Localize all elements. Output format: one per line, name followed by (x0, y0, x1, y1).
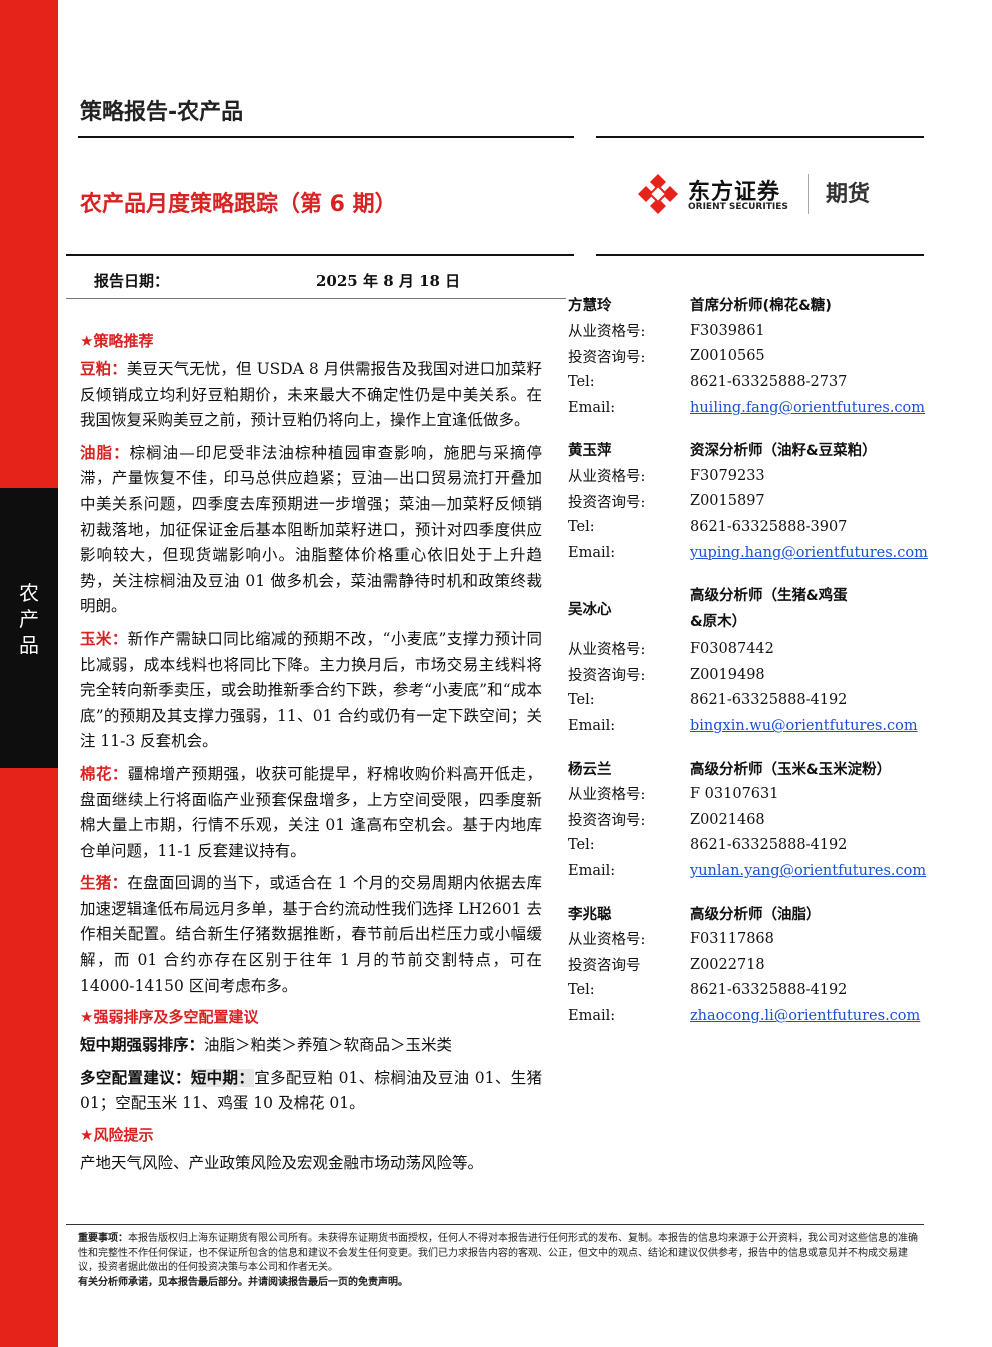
consulting-number: Z0021468 (690, 811, 765, 828)
analyst-tel: 8621-63325888-4192 (690, 837, 848, 854)
orient-securities-logo-icon (638, 174, 678, 214)
report-date-value: 2025 年 8 月 18 日 (316, 272, 461, 290)
logo-chinese-name: 东方证券 (688, 180, 781, 205)
analyst-card: 方慧玲首席分析师(棉花&糖) 从业资格号:F3039861 投资咨询号:Z001… (568, 292, 925, 421)
disclaimer-note: 有关分析师承诺，见本报告最后部分。并请阅读报告最后一页的免责声明。 (78, 1276, 408, 1288)
consulting-number: Z0010565 (690, 348, 765, 365)
strategy-item-corn: 玉米：新作产需缺口同比缩减的预期不改，“小麦底”支撑力预计同比减弱，成本线料也将… (80, 629, 542, 751)
date-rule (66, 298, 566, 299)
allocation-advice: 多空配置建议：短中期：宜多配豆粕 01、棕榈油及豆油 01、生猪 01；空配玉米… (80, 1068, 542, 1113)
analyst-name: 方慧玲 (568, 298, 612, 315)
analyst-name: 黄玉萍 (568, 443, 612, 460)
ranking-section-title: ★强弱排序及多空配置建议 (80, 1008, 259, 1027)
qualification-number: F 03107631 (690, 785, 779, 802)
analyst-role: 高级分析师（油脂） (690, 906, 821, 923)
header-rule-left (78, 136, 574, 138)
analyst-name: 吴冰心 (568, 602, 612, 619)
analyst-email-link[interactable]: huiling.fang@orientfutures.com (690, 400, 926, 417)
analyst-role: 高级分析师（生猪&鸡蛋&原木） (690, 587, 848, 630)
analyst-email-link[interactable]: yuping.hang@orientfutures.com (690, 545, 928, 562)
analyst-role: 资深分析师（油籽&豆菜粕） (690, 443, 877, 460)
ranking-order: 短中期强弱排序：油脂＞粕类＞养殖＞软商品＞玉米类 (80, 1036, 453, 1055)
analyst-tel: 8621-63325888-4192 (690, 692, 848, 709)
qualification-number: F3079233 (690, 467, 765, 484)
analyst-tel: 8621-63325888-2737 (690, 374, 848, 391)
analyst-name: 杨云兰 (568, 761, 612, 778)
analyst-column: 方慧玲首席分析师(棉花&糖) 从业资格号:F3039861 投资咨询号:Z001… (568, 292, 928, 1045)
analyst-role: 首席分析师(棉花&糖) (690, 298, 832, 315)
analyst-card: 黄玉萍资深分析师（油籽&豆菜粕） 从业资格号:F3079233 投资咨询号:Z0… (568, 437, 928, 566)
analyst-email-link[interactable]: bingxin.wu@orientfutures.com (690, 718, 918, 735)
title-rule-right (596, 254, 924, 256)
qualification-number: F03117868 (690, 930, 774, 947)
analyst-tel: 8621-63325888-3907 (690, 519, 848, 536)
risk-section-title: ★风险提示 (80, 1126, 154, 1145)
strategy-item-meal: 豆粕：美豆天气无忧，但 USDA 8 月供需报告及我国对进口加菜籽反倾销成立均利… (80, 360, 542, 430)
disclaimer: 重要事项：本报告版权归上海东证期货有限公司所有。未获得东证期货书面授权，任何人不… (78, 1233, 918, 1288)
consulting-number: Z0022718 (690, 956, 765, 973)
logo-tag: 期货 (826, 182, 871, 207)
analyst-card: 吴冰心高级分析师（生猪&鸡蛋&原木） 从业资格号:F03087442 投资咨询号… (568, 582, 918, 739)
consulting-number: Z0015897 (690, 493, 765, 510)
page-title: 农产品月度策略跟踪（第 6 期） (80, 192, 397, 217)
strategy-column: ★策略推荐 豆粕：美豆天气无忧，但 USDA 8 月供需报告及我国对进口加菜籽反… (80, 330, 542, 1184)
analyst-name: 李兆聪 (568, 906, 612, 923)
strategy-section-title: ★策略推荐 (80, 332, 154, 350)
report-date-label: 报告日期： (94, 272, 170, 290)
analyst-role: 高级分析师（玉米&玉米淀粉） (690, 761, 892, 778)
analyst-email-link[interactable]: yunlan.yang@orientfutures.com (690, 863, 927, 880)
logo-divider (808, 174, 809, 214)
company-logo: 东方证券 ORIENT SECURITIES 期货 (636, 172, 896, 218)
consulting-number: Z0019498 (690, 666, 765, 683)
logo-english-name: ORIENT SECURITIES (688, 202, 788, 212)
sidebar-section-label: 农 产 品 (19, 581, 39, 657)
analyst-email-link[interactable]: zhaocong.li@orientfutures.com (690, 1008, 921, 1025)
sidebar-section-block (0, 488, 58, 768)
strategy-item-cotton: 棉花：疆棉增产预期强，收获可能提早，籽棉收购价料高开低走，盘面继续上行将面临产业… (80, 764, 542, 860)
qualification-number: F03087442 (690, 640, 774, 657)
report-type: 策略报告-农产品 (80, 100, 244, 125)
title-rule-left (66, 254, 574, 256)
analyst-tel: 8621-63325888-4192 (690, 982, 848, 999)
risk-text: 产地天气风险、产业政策风险及宏观金融市场动荡风险等。 (80, 1154, 484, 1173)
strategy-item-hogs: 生猪：在盘面回调的当下，或适合在 1 个月的交易周期内依据去库加速逻辑逢低布局远… (80, 874, 542, 995)
header-rule-right (596, 136, 924, 138)
strategy-item-oils: 油脂：棕榈油—印尼受非法油棕种植园审查影响，施肥与采摘停滞，产量恢复不佳，印马总… (80, 443, 542, 616)
footer-rule (66, 1224, 924, 1225)
analyst-card: 杨云兰高级分析师（玉米&玉米淀粉） 从业资格号:F 03107631 投资咨询号… (568, 755, 926, 884)
qualification-number: F3039861 (690, 322, 765, 339)
